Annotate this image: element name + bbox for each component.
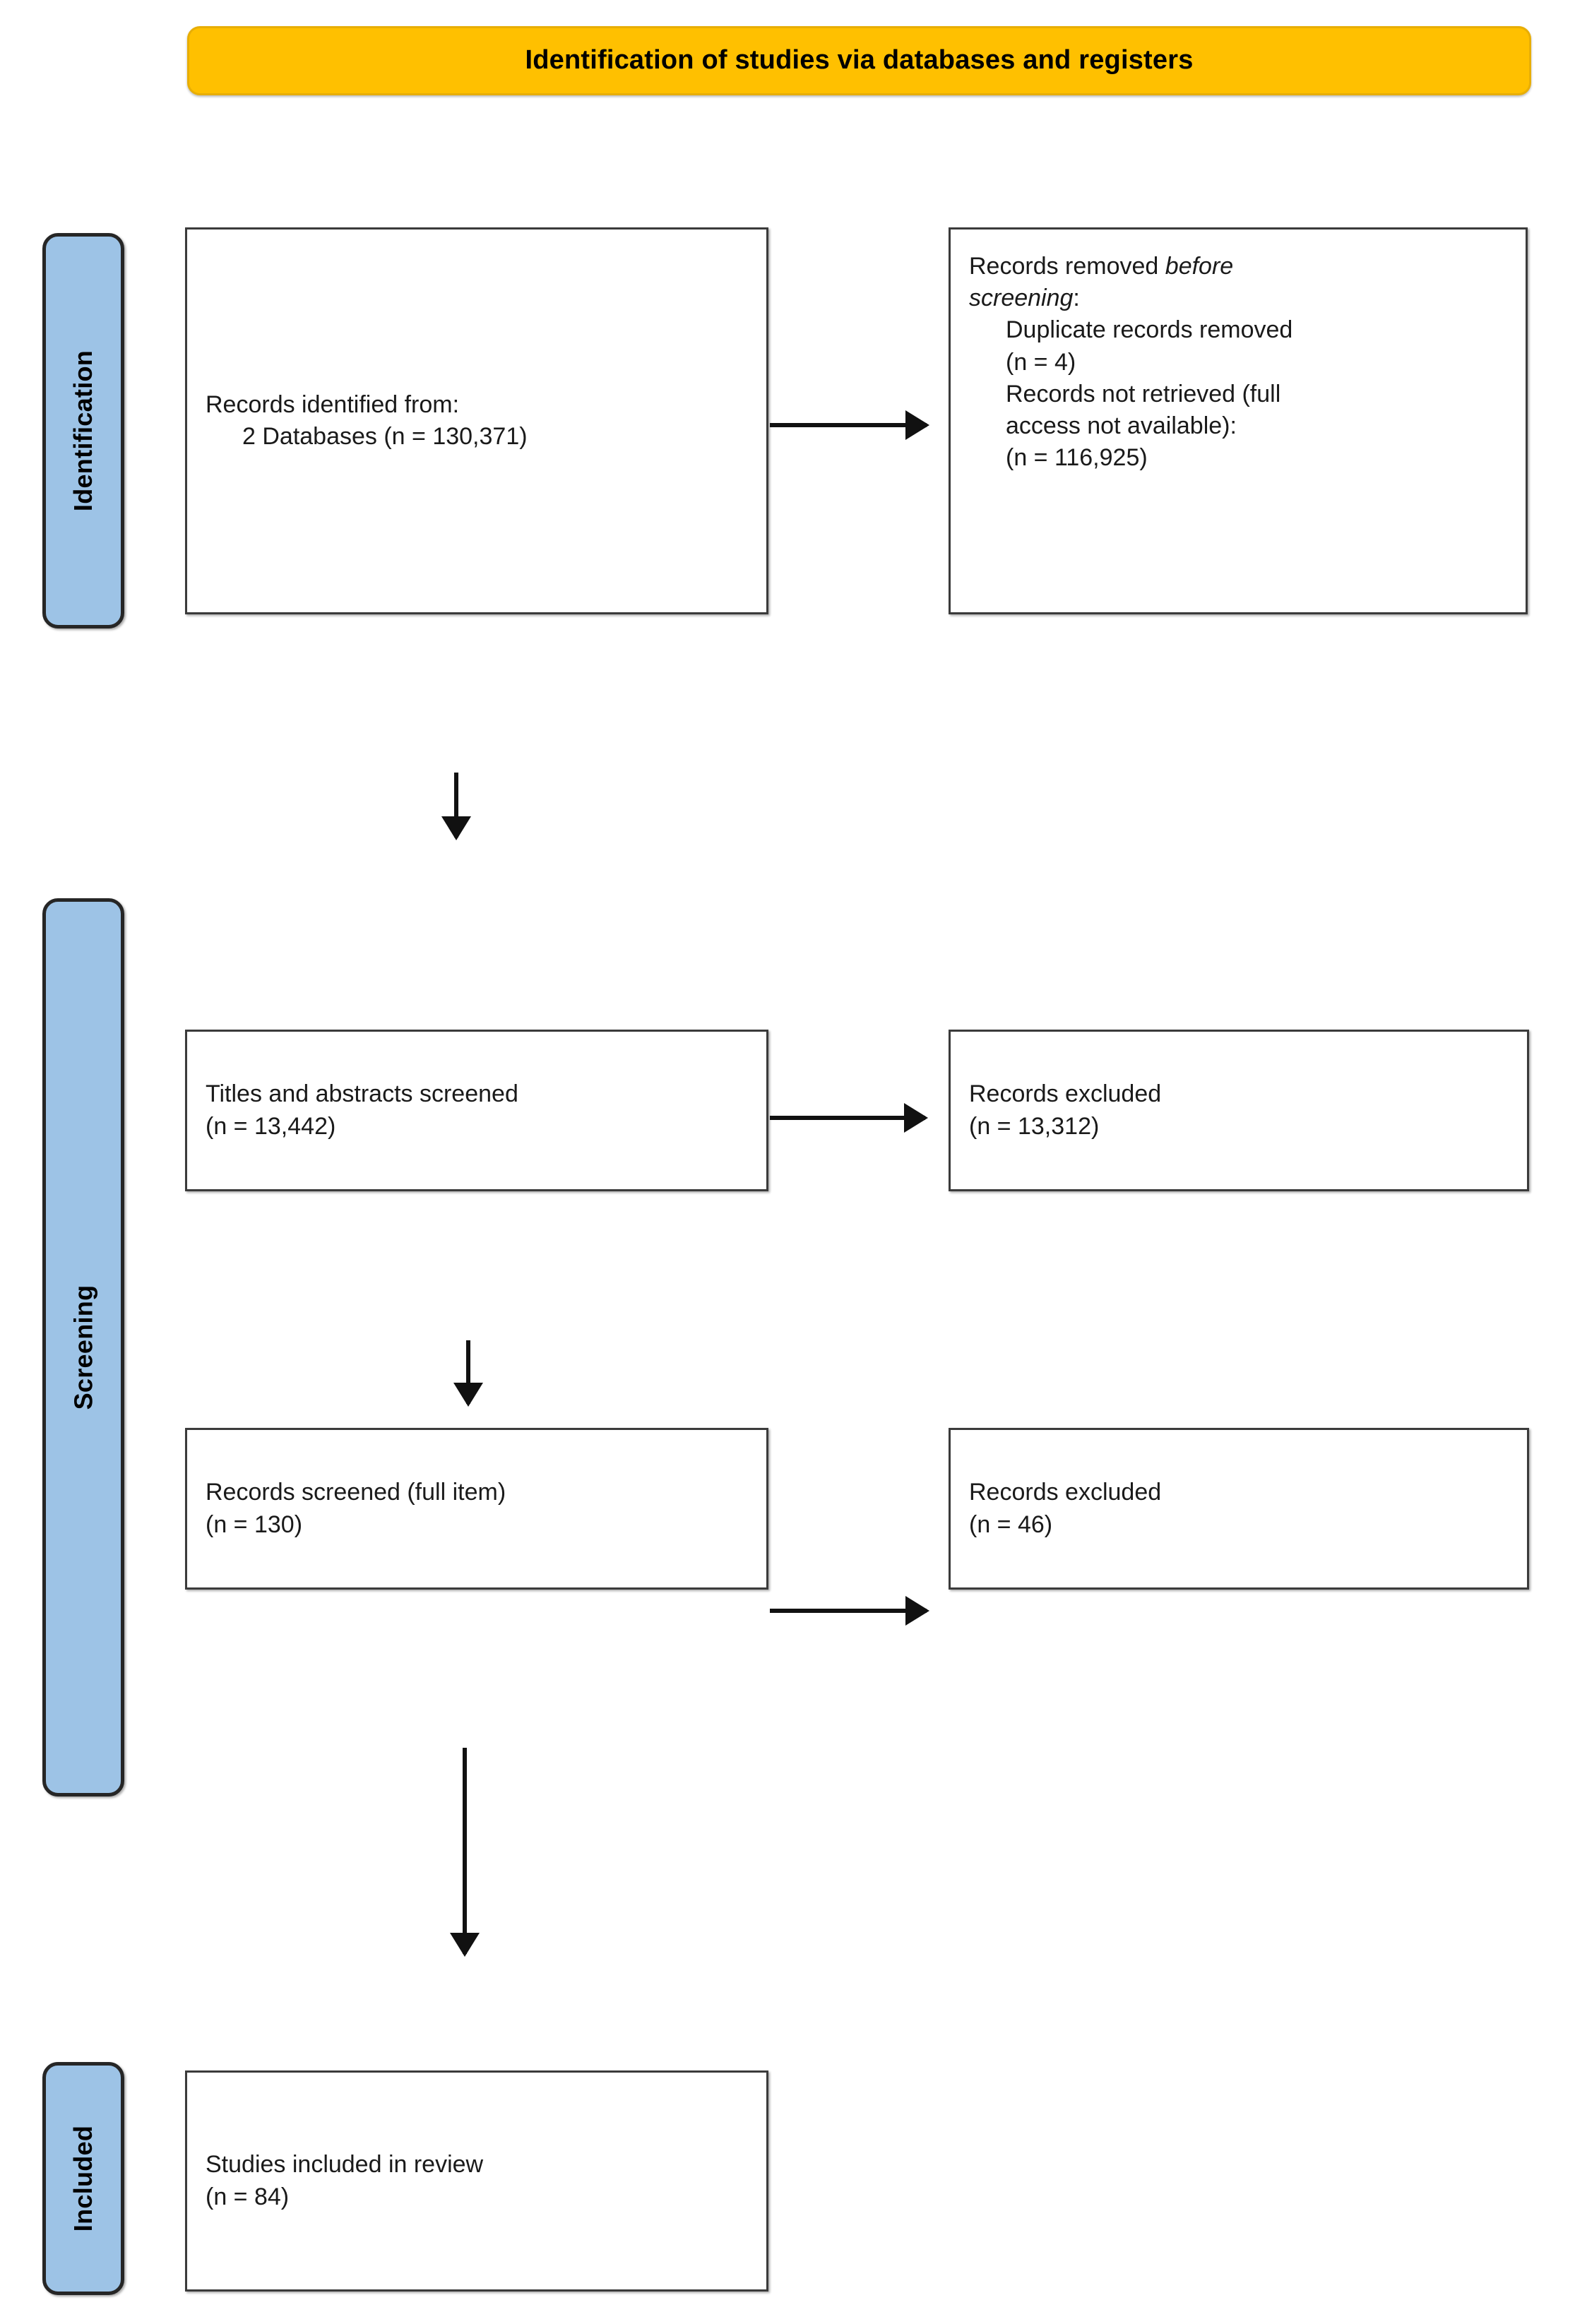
arrow-fulltext-to-excluded-2 [770,1609,927,1613]
stage-label-identification-text: Identification [69,350,98,512]
records-removed-line-1a: Records removed [969,253,1165,280]
studies-included-line-2: (n = 84) [206,2183,290,2210]
box-records-identified: Records identified from: 2 Databases (n … [185,227,768,614]
studies-included-line-1: Studies included in review [206,2151,484,2179]
fulltext-screened-line-2: (n = 130) [206,1510,303,1538]
stage-label-identification: Identification [42,233,124,628]
box-records-excluded-1-text: Records excluded (n = 13,312) [951,1078,1527,1142]
box-records-excluded-1: Records excluded (n = 13,312) [949,1030,1529,1191]
box-titles-abstracts-screened: Titles and abstracts screened (n = 13,44… [185,1030,768,1191]
stage-label-screening: Screening [42,898,124,1796]
records-excluded-2-line-2: (n = 46) [969,1510,1053,1538]
records-removed-line-3: Duplicate records removed [1006,316,1293,344]
fulltext-screened-line-1: Records screened (full item) [206,1479,506,1506]
box-records-excluded-2: Records excluded (n = 46) [949,1428,1529,1590]
records-removed-line-2b: : [1073,285,1080,312]
diagram-header-banner: Identification of studies via databases … [187,26,1531,95]
records-removed-line-2a-italic: screening [969,285,1074,312]
stage-label-included: Included [42,2062,124,2295]
box-records-removed-text: Records removed before screening: Duplic… [951,230,1526,475]
records-removed-line-6: access not available): [1006,412,1237,440]
arrow-fulltext-to-included [463,1748,467,1954]
arrow-identified-to-removed [770,423,927,427]
records-removed-line-4: (n = 4) [1006,348,1076,376]
records-removed-line-2: screening: [969,282,1507,314]
arrow-identified-to-titles [454,773,458,838]
banner-title: Identification of studies via databases … [525,45,1194,76]
records-removed-line-5: Records not retrieved (full [1006,380,1281,407]
stage-label-screening-text: Screening [69,1285,98,1410]
records-excluded-1-line-1: Records excluded [969,1080,1162,1108]
box-studies-included-text: Studies included in review (n = 84) [187,2149,766,2212]
box-titles-abstracts-screened-text: Titles and abstracts screened (n = 13,44… [187,1078,766,1142]
arrow-titles-to-fulltext [466,1340,470,1404]
records-removed-line-1b-italic: before [1165,253,1234,280]
box-records-removed: Records removed before screening: Duplic… [949,227,1528,614]
records-removed-line-1: Records removed before [969,251,1507,282]
box-records-screened-full-item-text: Records screened (full item) (n = 130) [187,1477,766,1540]
box-records-excluded-2-text: Records excluded (n = 46) [951,1477,1527,1540]
box-studies-included: Studies included in review (n = 84) [185,2070,768,2292]
stage-label-included-text: Included [69,2125,98,2232]
records-identified-line-1: Records identified from: [206,391,460,418]
titles-screened-line-2: (n = 13,442) [206,1112,336,1140]
records-identified-line-2: 2 Databases (n = 130,371) [242,423,528,450]
box-records-screened-full-item: Records screened (full item) (n = 130) [185,1428,768,1590]
records-removed-line-7: (n = 116,925) [1006,444,1148,472]
titles-screened-line-1: Titles and abstracts screened [206,1080,518,1108]
arrow-titles-to-excluded-1 [770,1116,925,1120]
box-records-identified-text: Records identified from: 2 Databases (n … [187,389,766,453]
records-excluded-2-line-1: Records excluded [969,1479,1162,1506]
records-excluded-1-line-2: (n = 13,312) [969,1112,1100,1140]
